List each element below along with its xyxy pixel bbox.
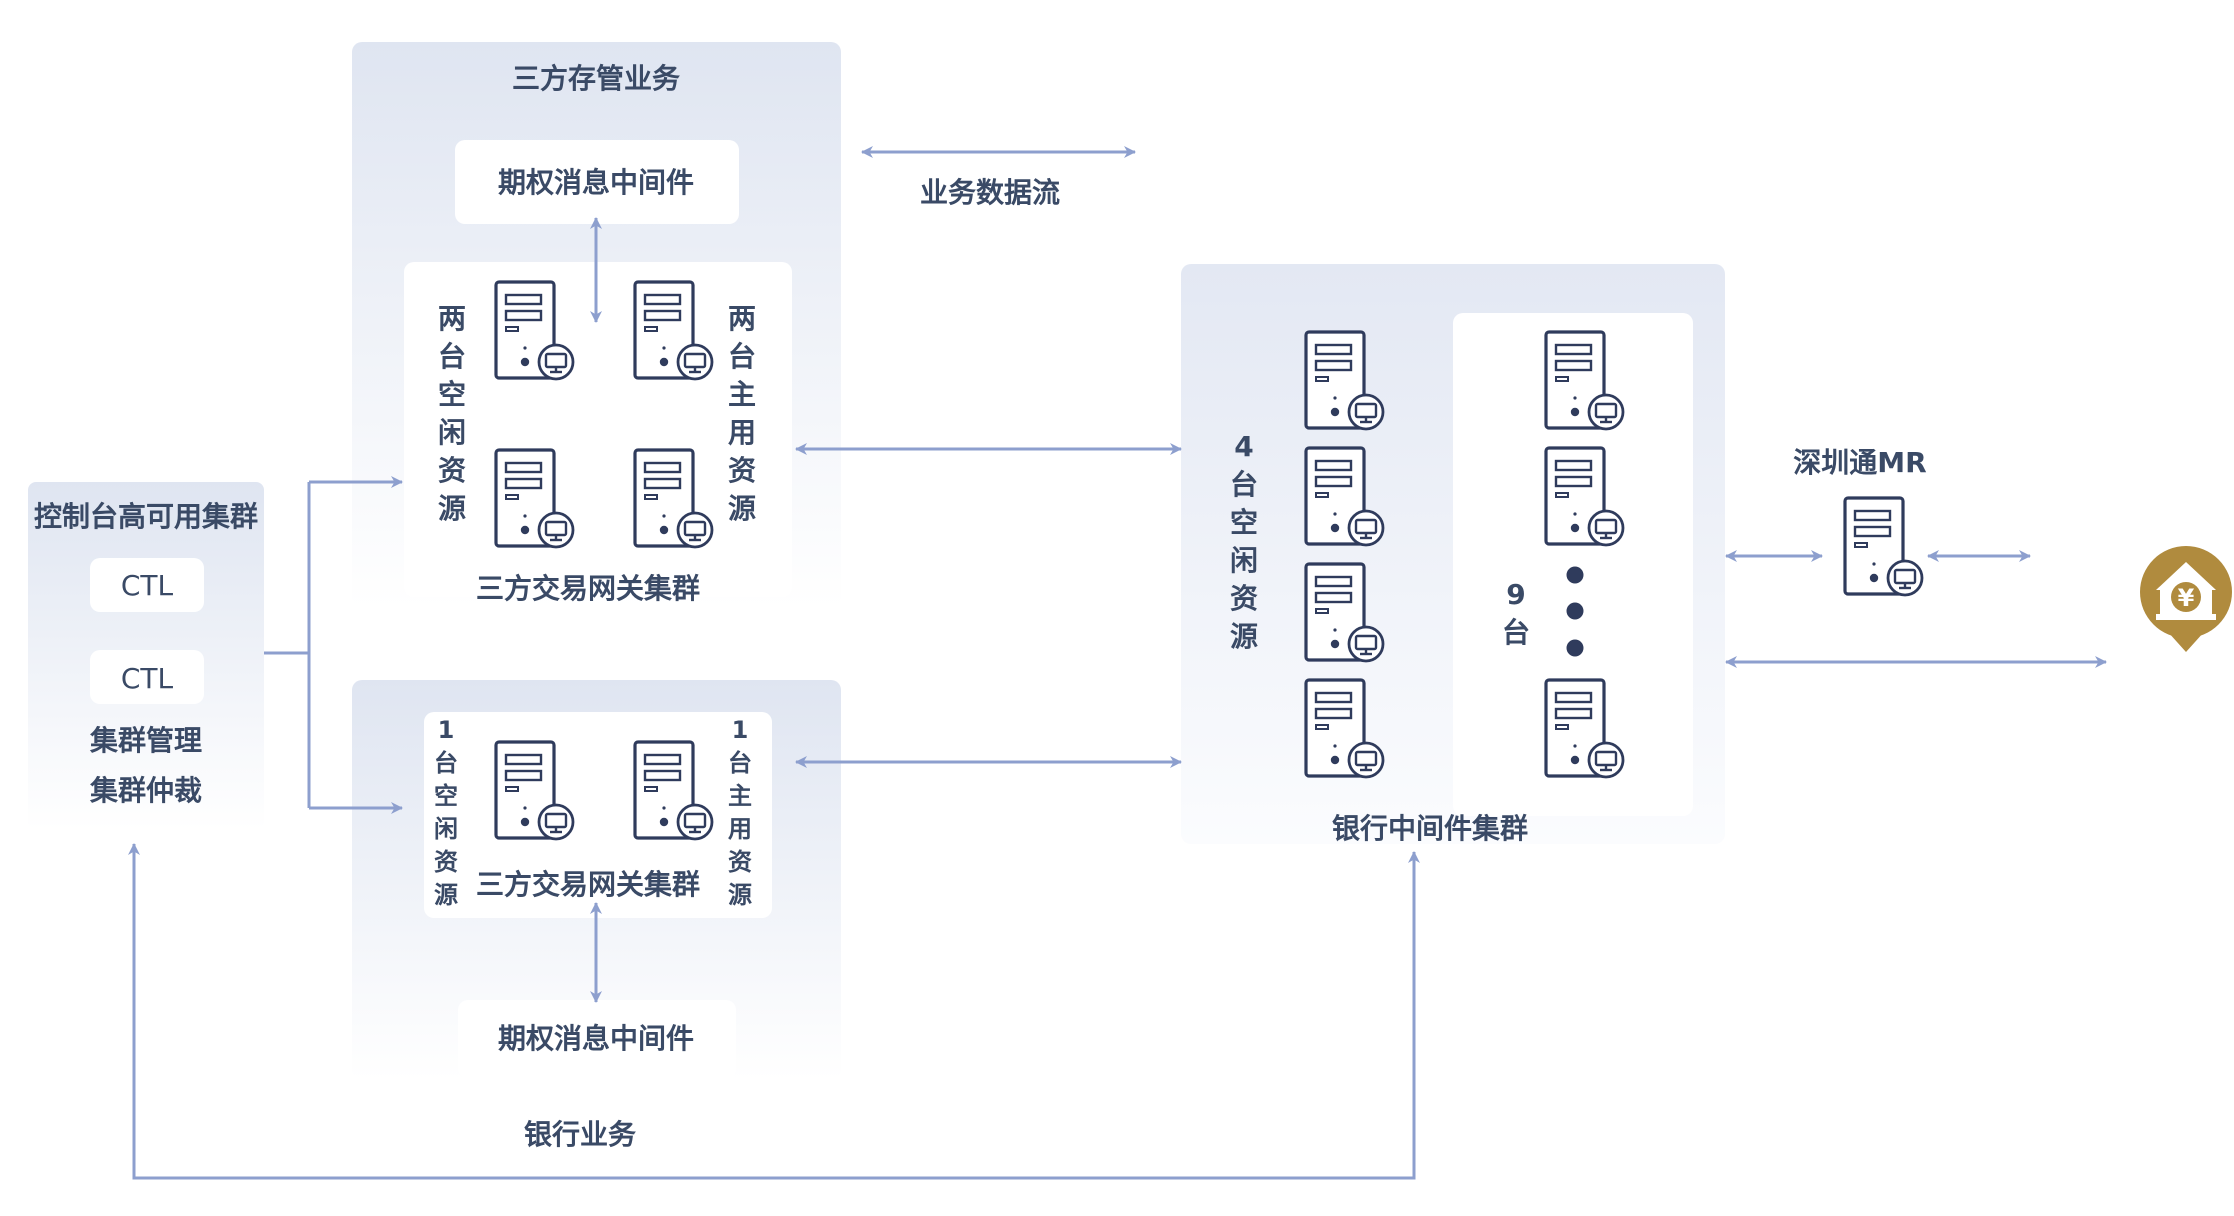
ctl-box-2 — [90, 650, 204, 704]
bank-middleware-title: 银行中间件集群 — [1332, 812, 1528, 845]
shenzhen-label: 深圳通MR — [1793, 446, 1926, 479]
middleware-label-bottom: 期权消息中间件 — [498, 1022, 694, 1055]
active-label-top: 两台主用资源 — [728, 302, 756, 525]
gateway-title-bottom: 三方交易网关集群 — [476, 868, 700, 901]
middleware-box-top — [455, 140, 739, 224]
middleware-label-top: 期权消息中间件 — [498, 166, 694, 199]
bank-active-box — [1453, 313, 1693, 816]
server-icon — [1843, 496, 1924, 597]
ctl-label-1: CTL — [121, 569, 174, 602]
ctl-box-1 — [90, 558, 204, 612]
ctl-label-2: CTL — [121, 662, 174, 695]
console-title: 控制台高可用集群 — [34, 500, 258, 533]
arrow-bank-business-loop — [128, 843, 1420, 1180]
connectors — [128, 146, 2107, 1180]
middleware-box-bottom — [458, 1000, 736, 1078]
custody-title: 三方存管业务 — [512, 62, 680, 95]
vertical-dots-icon — [1566, 566, 1584, 657]
legend-data-flow-label: 业务数据流 — [920, 176, 1060, 209]
cluster-arbitrate-label: 集群仲裁 — [89, 774, 202, 807]
gateway-title-top: 三方交易网关集群 — [476, 572, 700, 605]
svg-text:¥: ¥ — [2178, 584, 2195, 612]
console-branch-line — [264, 482, 311, 808]
bank-yuan-icon: ¥ — [2140, 546, 2232, 652]
cluster-manage-label: 集群管理 — [89, 724, 202, 757]
bank-business-label: 银行业务 — [524, 1118, 636, 1151]
standby-label-top: 两台空闲资源 — [438, 302, 466, 525]
